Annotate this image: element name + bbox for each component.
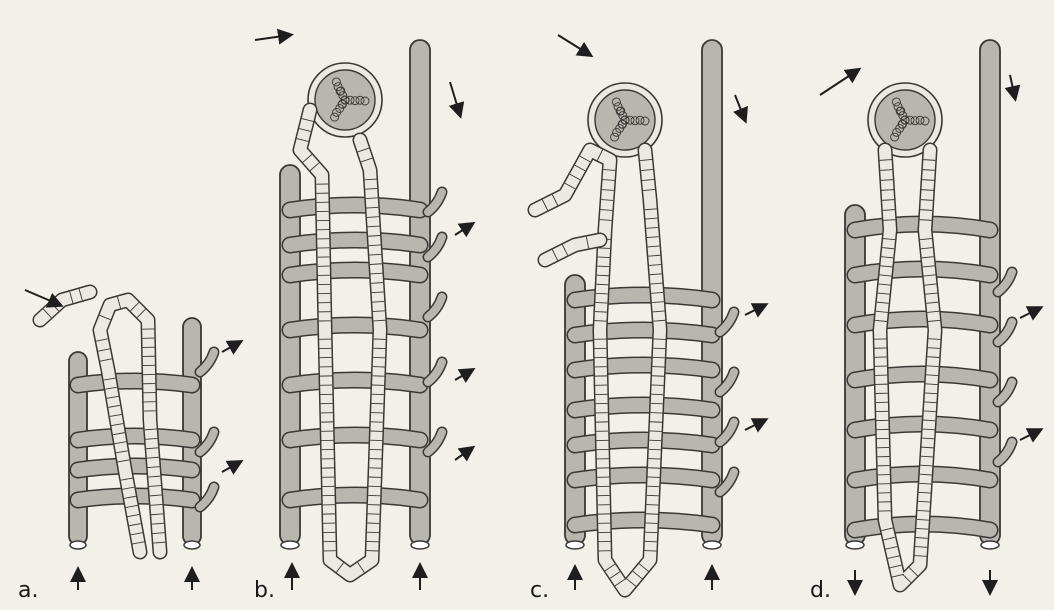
flow-arrow-icon <box>735 95 745 120</box>
flow-arrow-icon <box>745 305 765 315</box>
glomerulus <box>308 63 382 137</box>
flow-arrow-icon <box>222 462 240 472</box>
flow-arrow-icon <box>820 70 858 95</box>
flow-arrow-icon <box>1020 308 1040 318</box>
flow-arrow-icon <box>450 82 460 115</box>
flow-arrow-icon <box>558 35 590 55</box>
flow-arrow-icon <box>1010 75 1015 98</box>
flow-arrow-icon <box>255 35 290 40</box>
panel-label-b: b. <box>254 578 275 603</box>
tubule-loop <box>96 297 165 552</box>
tubule-segment <box>40 289 90 320</box>
flow-arrow-icon <box>455 224 472 235</box>
flow-arrow-icon <box>1020 430 1040 440</box>
panel-label-d: d. <box>810 578 831 603</box>
flow-arrow-icon <box>455 370 472 380</box>
panel-label-a: a. <box>18 578 38 603</box>
vein-vessel <box>410 40 430 549</box>
tubule-segment <box>545 237 600 261</box>
panel-label-c: c. <box>530 578 549 603</box>
flow-arrow-icon <box>745 420 765 430</box>
flow-arrow-icon <box>222 342 240 352</box>
flow-arrow-icon <box>455 448 472 460</box>
